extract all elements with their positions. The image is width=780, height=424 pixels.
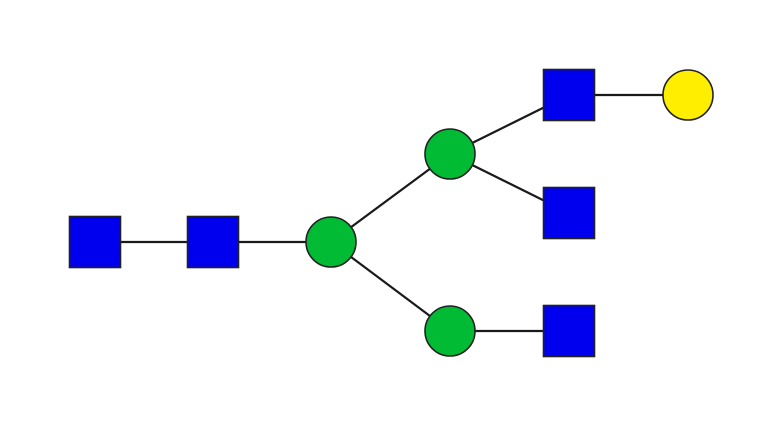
- bonds-layer: [95, 95, 688, 331]
- residue-circle-n3: [306, 217, 356, 267]
- residue-square-n9: [544, 306, 595, 357]
- residue-square-n6: [544, 70, 595, 121]
- residue-circle-n7: [663, 70, 713, 120]
- residues-layer: [70, 70, 714, 357]
- residue-square-n1: [70, 217, 121, 268]
- residue-circle-n5: [425, 306, 475, 356]
- residue-square-n8: [544, 188, 595, 239]
- residue-square-n2: [188, 217, 239, 268]
- residue-circle-n4: [425, 129, 475, 179]
